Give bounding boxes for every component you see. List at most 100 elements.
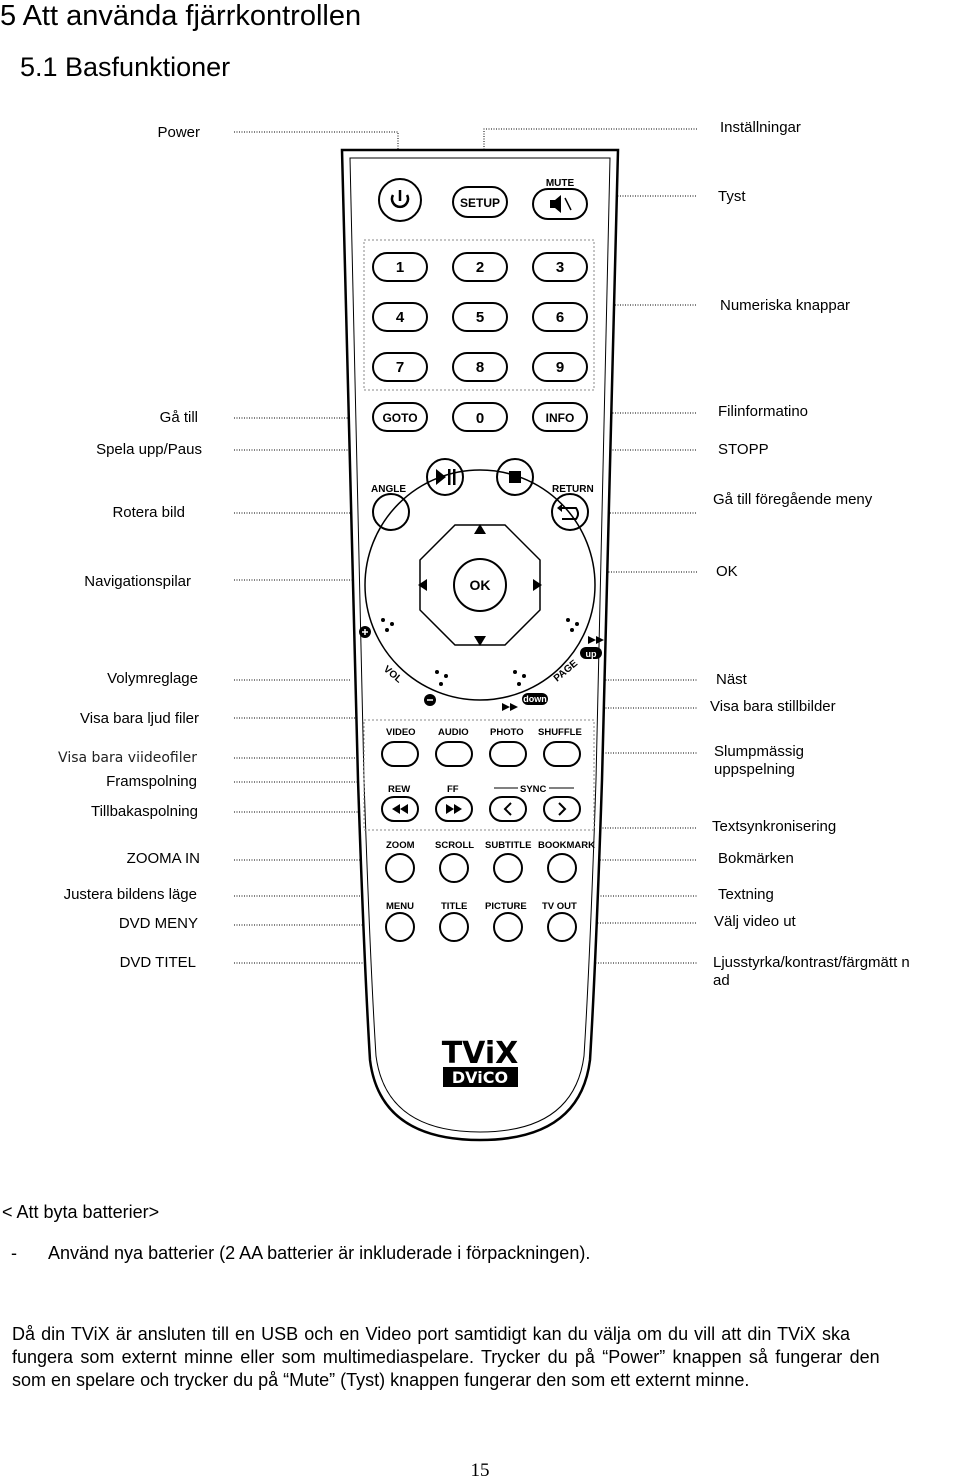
left-arrow-icon xyxy=(418,579,427,591)
up-text: up xyxy=(586,649,597,659)
video-button xyxy=(381,741,419,767)
right-arrow-icon xyxy=(533,579,542,591)
number-buttons: 1 2 3 4 5 6 7 8 9 xyxy=(372,252,588,382)
svg-text:6: 6 xyxy=(556,309,564,326)
para-line-2: fungera som externt minne eller som mult… xyxy=(12,1347,880,1367)
zoom-text: ZOOM xyxy=(386,840,415,851)
scroll-button xyxy=(439,853,469,883)
para-line-3: som en spelare och trycker du på “Mute” … xyxy=(12,1370,750,1390)
scroll-text: SCROLL xyxy=(435,840,474,851)
button-5: 5 xyxy=(452,302,508,332)
goto-button: GOTO xyxy=(372,402,428,432)
bookmark-text: BOOKMARK xyxy=(538,840,595,851)
subtitle-button xyxy=(493,853,523,883)
label-return: Gå till föregående meny xyxy=(713,491,873,508)
label-info: Filinformatino xyxy=(718,403,809,420)
label-dvd-title: DVD TITEL xyxy=(119,954,196,971)
rew-icon xyxy=(392,804,408,814)
button-8: 8 xyxy=(452,352,508,382)
subtitle-text: SUBTITLE xyxy=(485,840,531,851)
label-mute: Tyst xyxy=(718,188,746,205)
sync-plus-button xyxy=(543,796,581,822)
label-sync: Textsynkronisering xyxy=(712,818,837,835)
label-settings: Inställningar xyxy=(720,119,801,136)
bookmark-button xyxy=(547,853,577,883)
mute-button: MUTE xyxy=(532,178,588,220)
photo-button xyxy=(489,741,527,767)
label-shuffle: Slumpmässig uppspelning xyxy=(714,743,805,778)
label-bookmark: Bokmärken xyxy=(718,850,794,867)
svg-text:7: 7 xyxy=(396,359,404,376)
chevron-left-icon xyxy=(503,802,512,816)
zoom-button xyxy=(385,853,415,883)
audio-button xyxy=(435,741,473,767)
label-numeric: Numeriska knappar xyxy=(720,297,851,314)
shuffle-text: SHUFFLE xyxy=(538,727,582,738)
svg-text:9: 9 xyxy=(556,359,564,376)
tvout-text: TV OUT xyxy=(542,901,577,912)
chevron-right-icon xyxy=(558,802,567,816)
label-zoom: ZOOMA IN xyxy=(126,850,200,867)
para-line-1: Då din TViX är ansluten till en USB och … xyxy=(12,1324,850,1344)
label-next: Näst xyxy=(716,671,747,688)
label-scroll: Justera bildens läge xyxy=(63,886,197,903)
dots-icons xyxy=(381,618,579,686)
power-button xyxy=(378,178,422,222)
label-play-pause: Spela upp/Paus xyxy=(96,441,202,458)
logo-top-text: TViX xyxy=(442,1036,519,1071)
button-6: 6 xyxy=(532,302,588,332)
button-3: 3 xyxy=(532,252,588,282)
label-ff: Framspolning xyxy=(106,773,197,790)
shuffle-button xyxy=(543,741,581,767)
svg-text:0: 0 xyxy=(476,410,484,427)
button-9: 9 xyxy=(532,352,588,382)
play-pause-button xyxy=(426,458,464,496)
up-arrow-icon xyxy=(474,524,486,534)
battery-title: < Att byta batterier> xyxy=(2,1202,160,1222)
info-button: INFO xyxy=(532,402,588,432)
ok-button: OK xyxy=(453,558,507,612)
svg-text:OK: OK xyxy=(470,577,491,593)
label-volume: Volymreglage xyxy=(107,670,198,687)
label-photo-only: Visa bara stillbilder xyxy=(710,698,836,715)
video-text: VIDEO xyxy=(386,727,416,738)
logo-bottom-text: DViCO xyxy=(452,1068,508,1087)
label-picture: Ljusstyrka/kontrast/färgmätt nad xyxy=(713,954,910,989)
title-text: TITLE xyxy=(441,901,467,912)
next-icon xyxy=(588,636,604,644)
svg-text:5: 5 xyxy=(476,309,484,326)
svg-text:INFO: INFO xyxy=(546,411,575,425)
chapter-heading: 5 Att använda fjärrkontrollen xyxy=(0,0,362,32)
label-power: Power xyxy=(157,124,200,141)
nav-ring xyxy=(364,469,596,701)
button-7: 7 xyxy=(372,352,428,382)
label-dvd-menu: DVD MENY xyxy=(118,915,198,932)
button-4: 4 xyxy=(372,302,428,332)
audio-text: AUDIO xyxy=(438,727,469,738)
page-number: 15 xyxy=(470,1460,490,1481)
prev-icon xyxy=(502,703,518,711)
label-video-only: Visa bara viideofiler xyxy=(58,750,197,766)
label-subtitle: Textning xyxy=(718,886,774,903)
svg-text:1: 1 xyxy=(396,259,404,276)
label-goto: Gå till xyxy=(159,409,198,426)
label-tvout: Välj video ut xyxy=(714,913,796,930)
mute-text: MUTE xyxy=(546,178,575,189)
menu-button xyxy=(385,912,415,942)
picture-button xyxy=(493,912,523,942)
tvix-logo: TViX DViCO xyxy=(442,1036,519,1087)
setup-button: SETUP xyxy=(452,186,508,218)
menu-text: MENU xyxy=(386,901,414,912)
svg-text:4: 4 xyxy=(396,309,405,326)
angle-text: ANGLE xyxy=(371,484,406,495)
button-2: 2 xyxy=(452,252,508,282)
rew-text: REW xyxy=(388,784,410,795)
tvout-button xyxy=(547,912,577,942)
svg-text:2: 2 xyxy=(476,259,484,276)
down-arrow-icon xyxy=(474,636,486,646)
ff-text: FF xyxy=(447,784,459,795)
label-ok: OK xyxy=(716,563,738,580)
svg-text:GOTO: GOTO xyxy=(382,411,417,425)
title-button xyxy=(439,912,469,942)
label-rotate: Rotera bild xyxy=(112,504,185,521)
